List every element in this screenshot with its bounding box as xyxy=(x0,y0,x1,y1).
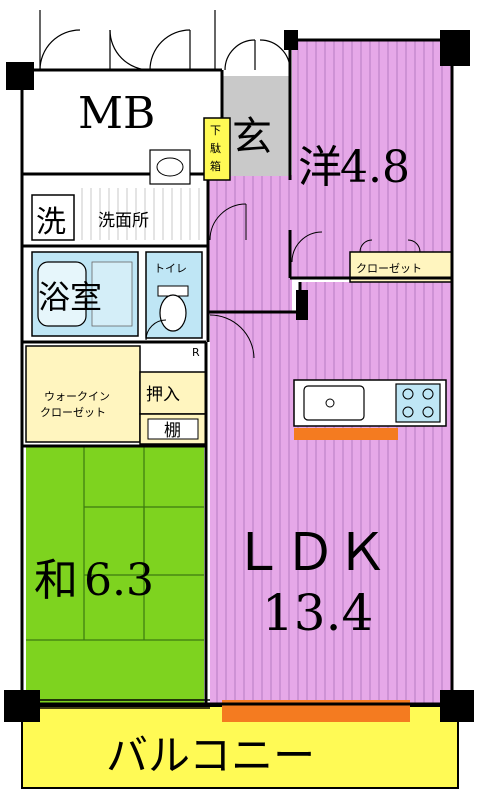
genkan xyxy=(222,76,290,176)
oshiire xyxy=(139,371,207,415)
door-arcs xyxy=(145,203,421,359)
tatami-lines xyxy=(26,446,204,641)
getabako-char-2: 駄 xyxy=(210,141,221,155)
bathtub xyxy=(37,261,87,327)
bath-washing-area xyxy=(91,261,133,327)
sentaku-label: 洗 xyxy=(36,205,66,240)
hallway xyxy=(208,175,292,315)
western-room-name: 洋 xyxy=(298,142,342,193)
wic-label-1: ウォークイン xyxy=(44,390,110,403)
closet-label: クローゼット xyxy=(356,262,422,275)
ldk-size: 13.4 xyxy=(262,584,373,642)
ldk-name: ＬＤＫ xyxy=(232,523,388,583)
balcony-windows xyxy=(40,699,210,709)
mb-label: MB xyxy=(78,88,155,139)
western-room xyxy=(292,40,452,278)
tana-label: 棚 xyxy=(164,421,181,441)
oshiire-label: 押入 xyxy=(146,385,180,405)
walk-in-closet xyxy=(25,345,141,443)
toilet-bowl xyxy=(159,294,187,332)
small-mark-label: R xyxy=(192,346,200,359)
wic-label-2: クローゼット xyxy=(40,406,106,419)
sink-drain xyxy=(325,398,335,408)
washroom xyxy=(74,188,208,240)
senmen-label: 洗面所 xyxy=(98,211,149,231)
genkan-label: 玄 xyxy=(232,114,272,160)
washing-machine xyxy=(31,194,75,241)
getabako-label: 下 駄 箱 xyxy=(210,124,221,173)
washitsu-size: 6.3 xyxy=(84,555,154,606)
balcony-label: バルコニー xyxy=(106,731,315,780)
washitsu-name: 和 xyxy=(34,555,78,606)
stove xyxy=(395,383,441,423)
stove-burners xyxy=(402,388,434,418)
getabako xyxy=(203,117,231,181)
bathroom-label: 浴室 xyxy=(38,278,102,316)
tana-shelf xyxy=(147,418,199,440)
western-room-size: 4.8 xyxy=(340,142,410,193)
wall-pillars xyxy=(4,30,474,722)
washbasin xyxy=(149,149,191,185)
getabako-char-1: 下 xyxy=(210,124,221,137)
getabako-char-3: 箱 xyxy=(210,159,221,173)
toilet-label: トイレ xyxy=(154,262,187,275)
entrance-doors xyxy=(39,10,291,71)
counter-orange-edge xyxy=(294,428,398,440)
